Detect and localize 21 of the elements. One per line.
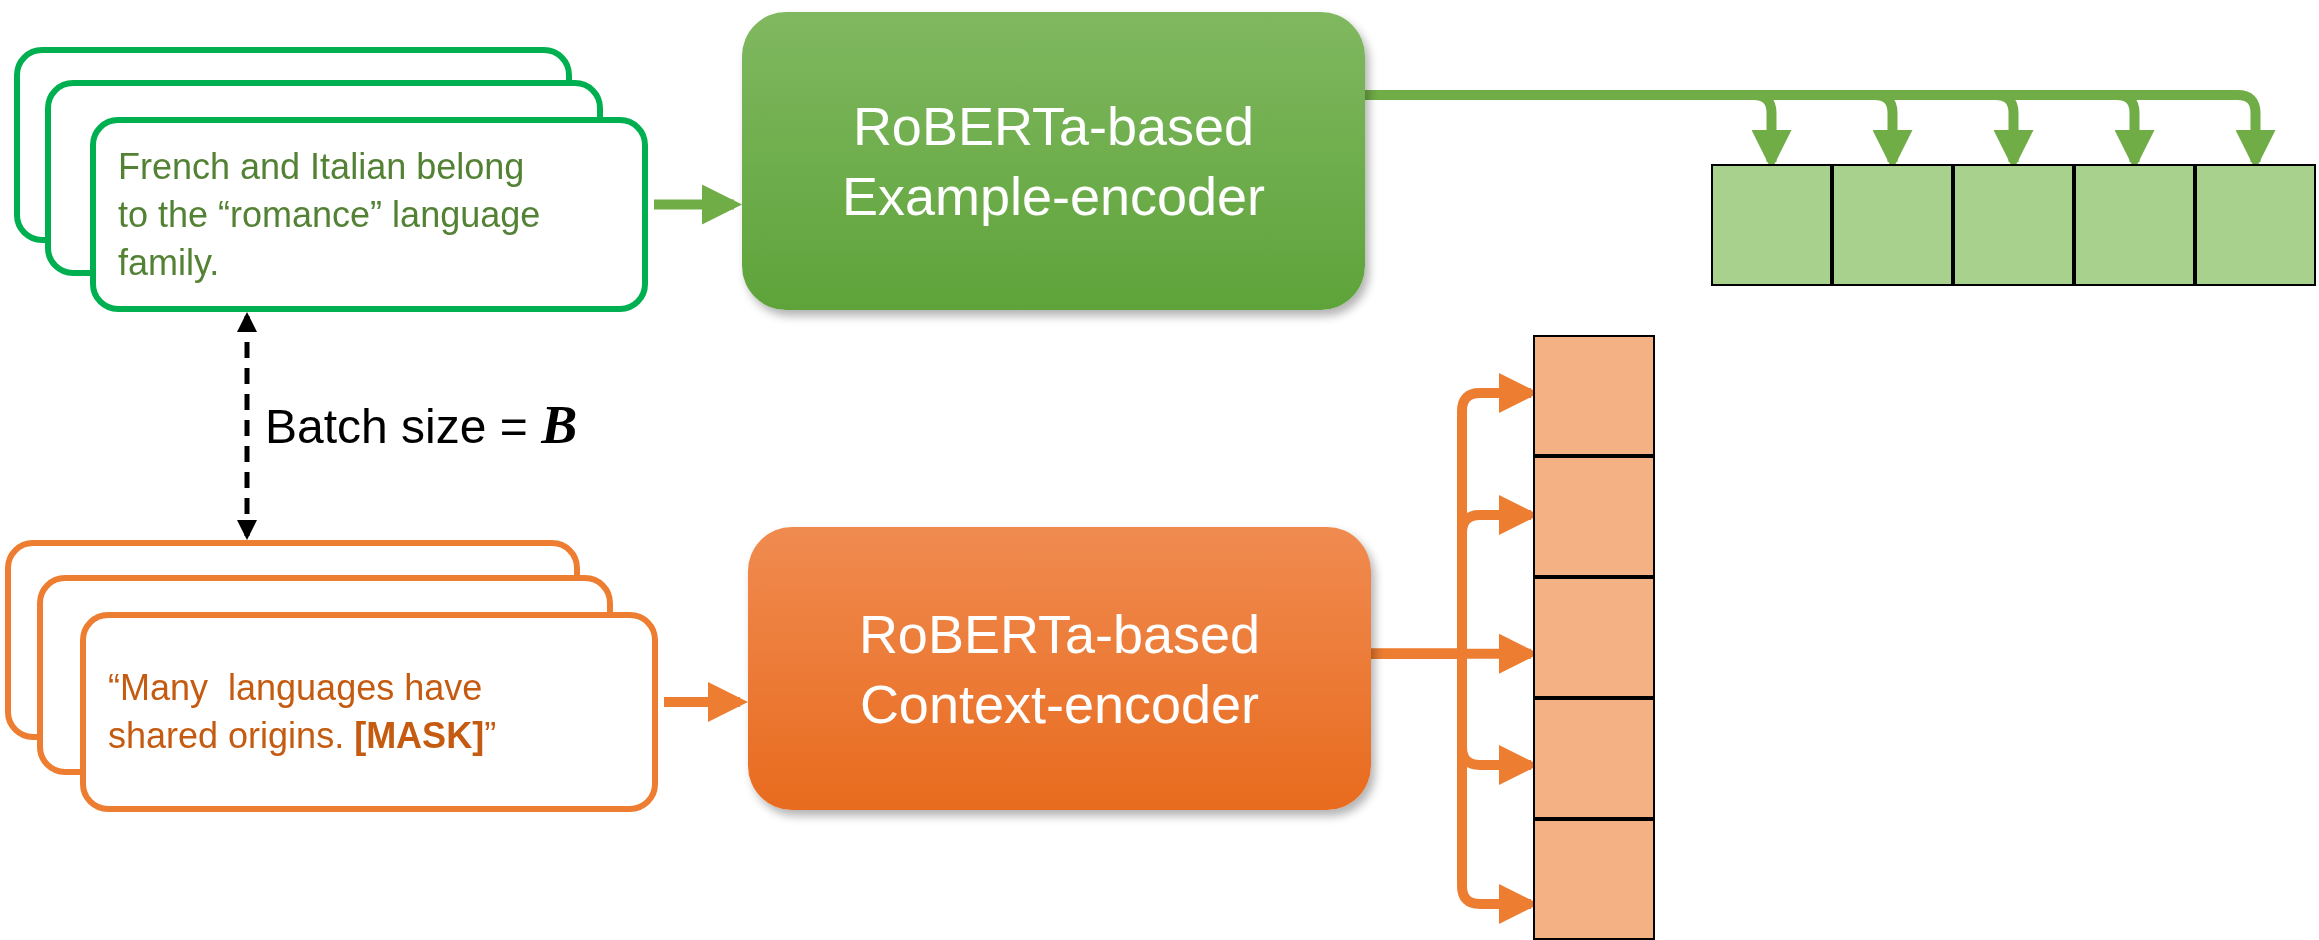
encoder-label: RoBERTa-based Context-encoder [857,602,1262,736]
embedding-cell [1533,698,1655,819]
encoder-box [748,527,1371,810]
text-card-stack [5,540,658,812]
embedding-cell [1533,819,1655,940]
embedding-cell [1711,164,1832,286]
embedding-cell [2074,164,2195,286]
arrow [654,184,742,225]
embedding-cell [1533,456,1655,577]
embedding-cell [2195,164,2316,286]
arrow [664,682,748,722]
text-card-stack [14,47,648,312]
embedding-cell [1533,335,1655,456]
example-text: “Many languages have shared origins. [MASK]” [108,666,498,758]
embedding-cell [1953,164,2074,286]
encoder-box [742,12,1365,310]
embedding-cell [1832,164,1953,286]
encoder-label: RoBERTa-based Example-encoder [840,95,1267,228]
example-text: French and Italian belong to the “romance” language family. [118,144,542,285]
embedding-cell [1533,577,1655,698]
arrow [237,312,257,540]
